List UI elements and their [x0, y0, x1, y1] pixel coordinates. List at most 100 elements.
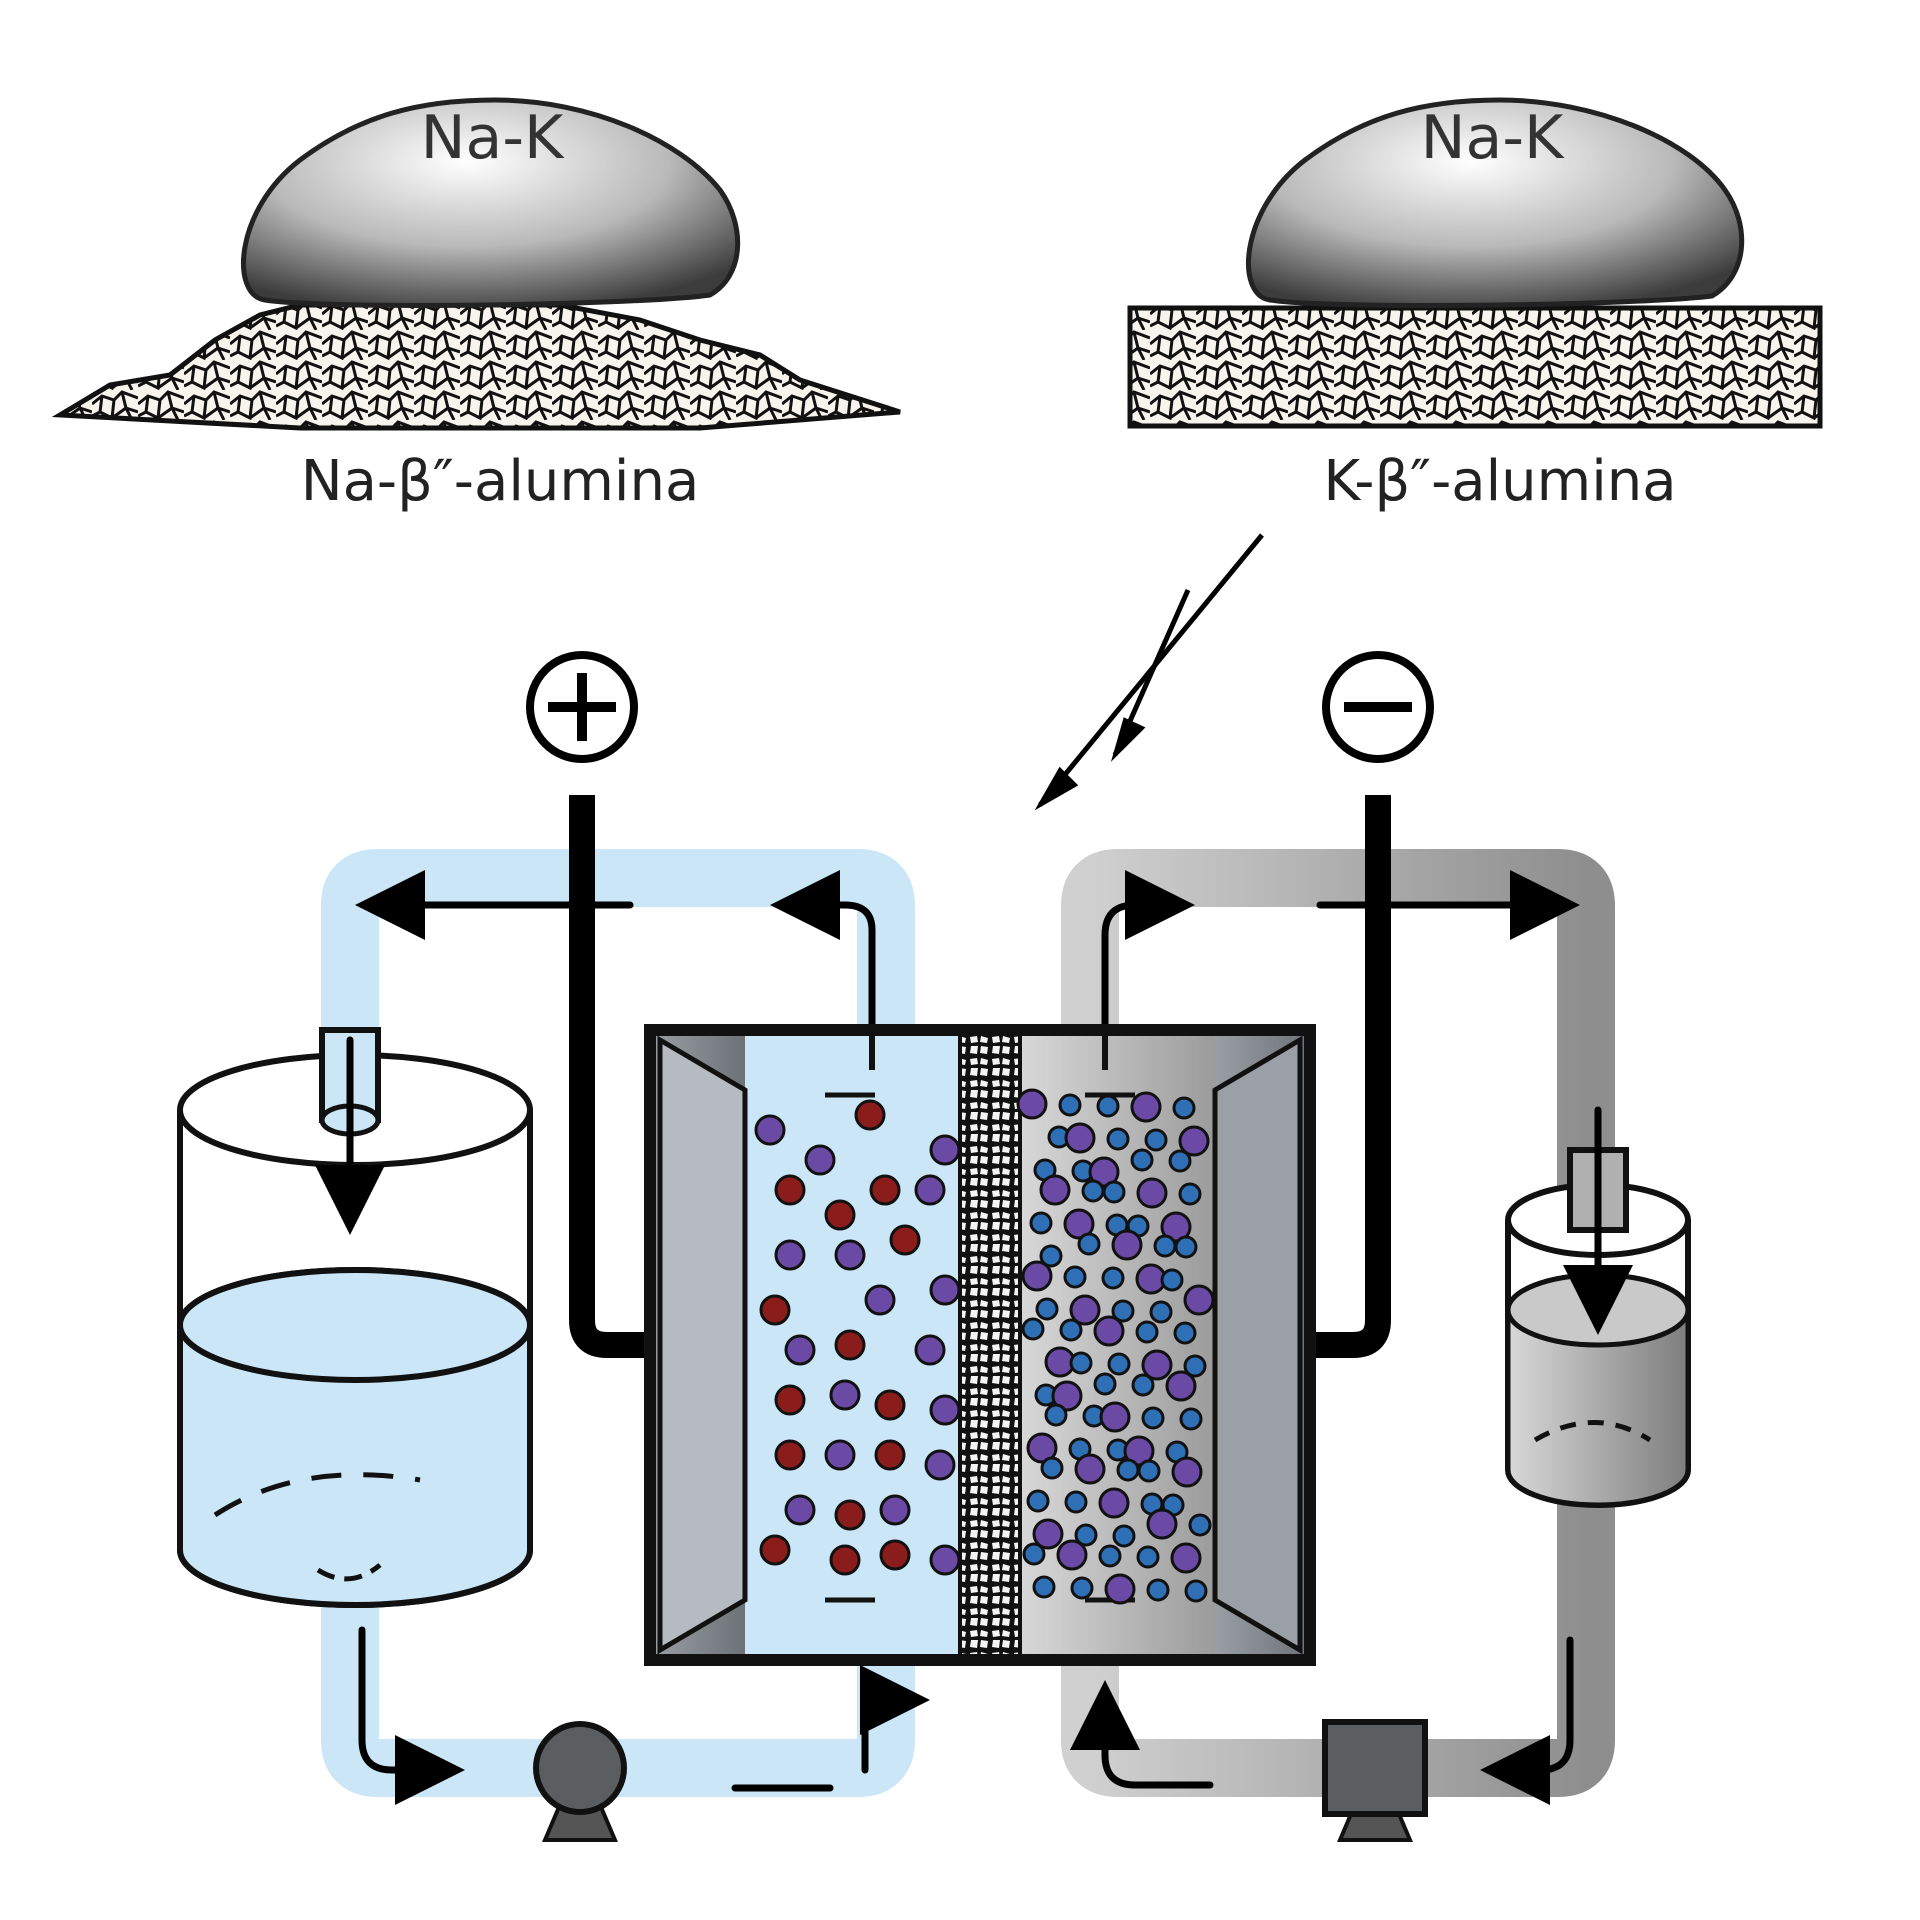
ion-red	[759, 1534, 791, 1566]
ion-purple	[879, 1494, 911, 1526]
ion-red	[854, 1099, 886, 1131]
beta-alumina-separator	[958, 1028, 1022, 1662]
ion-blue	[1160, 1268, 1184, 1292]
ion-red	[774, 1439, 806, 1471]
anolyte-pump	[1322, 1719, 1428, 1842]
positive-terminal	[526, 651, 638, 763]
ion-blue	[1111, 1299, 1135, 1323]
anolyte-tank	[1505, 1106, 1691, 1508]
ion-blue	[1077, 1232, 1101, 1256]
terminal-wires	[569, 795, 1391, 1358]
ion-red	[829, 1544, 861, 1576]
ion-blue	[1168, 1149, 1192, 1173]
negative-terminal	[1322, 651, 1434, 763]
ion-purple	[1130, 1091, 1162, 1123]
ion-blue	[1136, 1545, 1160, 1569]
ion-purple	[829, 1379, 861, 1411]
ion-blue	[1106, 1127, 1130, 1151]
ion-blue	[1135, 1320, 1159, 1344]
ion-red	[834, 1329, 866, 1361]
ion-purple	[1099, 1401, 1131, 1433]
ion-purple	[774, 1239, 806, 1271]
ion-purple	[1021, 1260, 1053, 1292]
ion-blue	[1141, 1406, 1165, 1430]
right-wetting-illustration: Na-K K-β″-alumina	[1127, 97, 1823, 514]
ion-blue	[1174, 1235, 1198, 1259]
right-droplet	[1245, 97, 1745, 308]
ion-purple	[834, 1239, 866, 1271]
ion-purple	[1051, 1380, 1083, 1412]
ion-blue	[1179, 1407, 1203, 1431]
ion-purple	[914, 1174, 946, 1206]
ion-blue	[1093, 1372, 1117, 1396]
ion-blue	[1064, 1490, 1088, 1514]
ion-blue	[1058, 1093, 1082, 1117]
ion-blue	[1107, 1352, 1131, 1376]
ion-blue	[1112, 1524, 1136, 1548]
ion-red	[774, 1384, 806, 1416]
ion-purple	[1170, 1542, 1202, 1574]
ion-blue	[1178, 1182, 1202, 1206]
ion-purple	[1056, 1539, 1088, 1571]
ion-red	[834, 1499, 866, 1531]
ion-purple	[1178, 1125, 1210, 1157]
ion-red	[874, 1439, 906, 1471]
ion-blue	[1081, 1179, 1105, 1203]
ion-blue	[1137, 1459, 1161, 1483]
ion-purple	[1032, 1518, 1064, 1550]
ion-purple	[1183, 1284, 1215, 1316]
ion-blue	[1069, 1351, 1093, 1375]
ion-blue	[1102, 1180, 1126, 1204]
ion-blue	[1096, 1094, 1120, 1118]
ion-blue	[1026, 1489, 1050, 1513]
ion-purple	[1171, 1456, 1203, 1488]
ion-blue	[1032, 1575, 1056, 1599]
ion-purple	[1160, 1211, 1192, 1243]
ion-purple	[1098, 1487, 1130, 1519]
ion-blue	[1130, 1148, 1154, 1172]
ions	[754, 1088, 1215, 1605]
ion-purple	[784, 1494, 816, 1526]
ion-purple	[824, 1439, 856, 1471]
ion-purple	[929, 1274, 961, 1306]
ion-purple	[1064, 1122, 1096, 1154]
ion-blue	[1044, 1403, 1068, 1427]
catholyte-pump	[533, 1721, 627, 1842]
ion-blue	[1184, 1579, 1208, 1603]
ion-blue	[1022, 1542, 1046, 1566]
ion-purple	[804, 1144, 836, 1176]
ion-purple	[1039, 1174, 1071, 1206]
ion-purple	[914, 1334, 946, 1366]
ion-blue	[1059, 1318, 1083, 1342]
ion-purple	[754, 1114, 786, 1146]
ion-purple	[1104, 1573, 1136, 1605]
ion-purple	[1069, 1294, 1101, 1326]
separator-pointer-arrows	[1034, 533, 1264, 811]
ion-blue	[1146, 1578, 1170, 1602]
ion-blue	[1021, 1317, 1045, 1341]
ion-blue	[1188, 1513, 1212, 1537]
ion-blue	[1101, 1266, 1125, 1290]
ion-purple	[1165, 1370, 1197, 1402]
ion-blue	[1098, 1544, 1122, 1568]
ion-red	[889, 1224, 921, 1256]
ion-blue	[1039, 1244, 1063, 1268]
ion-purple	[864, 1284, 896, 1316]
ion-purple	[924, 1449, 956, 1481]
left-droplet-label: Na-K	[421, 103, 565, 173]
left-substrate-grains	[51, 302, 901, 431]
left-droplet	[240, 97, 741, 308]
ion-blue	[1173, 1321, 1197, 1345]
ion-blue	[1074, 1523, 1098, 1547]
ion-blue	[1131, 1373, 1155, 1397]
ion-blue	[1183, 1354, 1207, 1378]
ion-purple	[929, 1134, 961, 1166]
ion-blue	[1070, 1576, 1094, 1600]
ion-red	[824, 1199, 856, 1231]
ion-red	[879, 1539, 911, 1571]
ion-purple	[929, 1544, 961, 1576]
ion-purple	[1088, 1156, 1120, 1188]
ion-blue	[1153, 1234, 1177, 1258]
ion-purple	[1123, 1435, 1155, 1467]
